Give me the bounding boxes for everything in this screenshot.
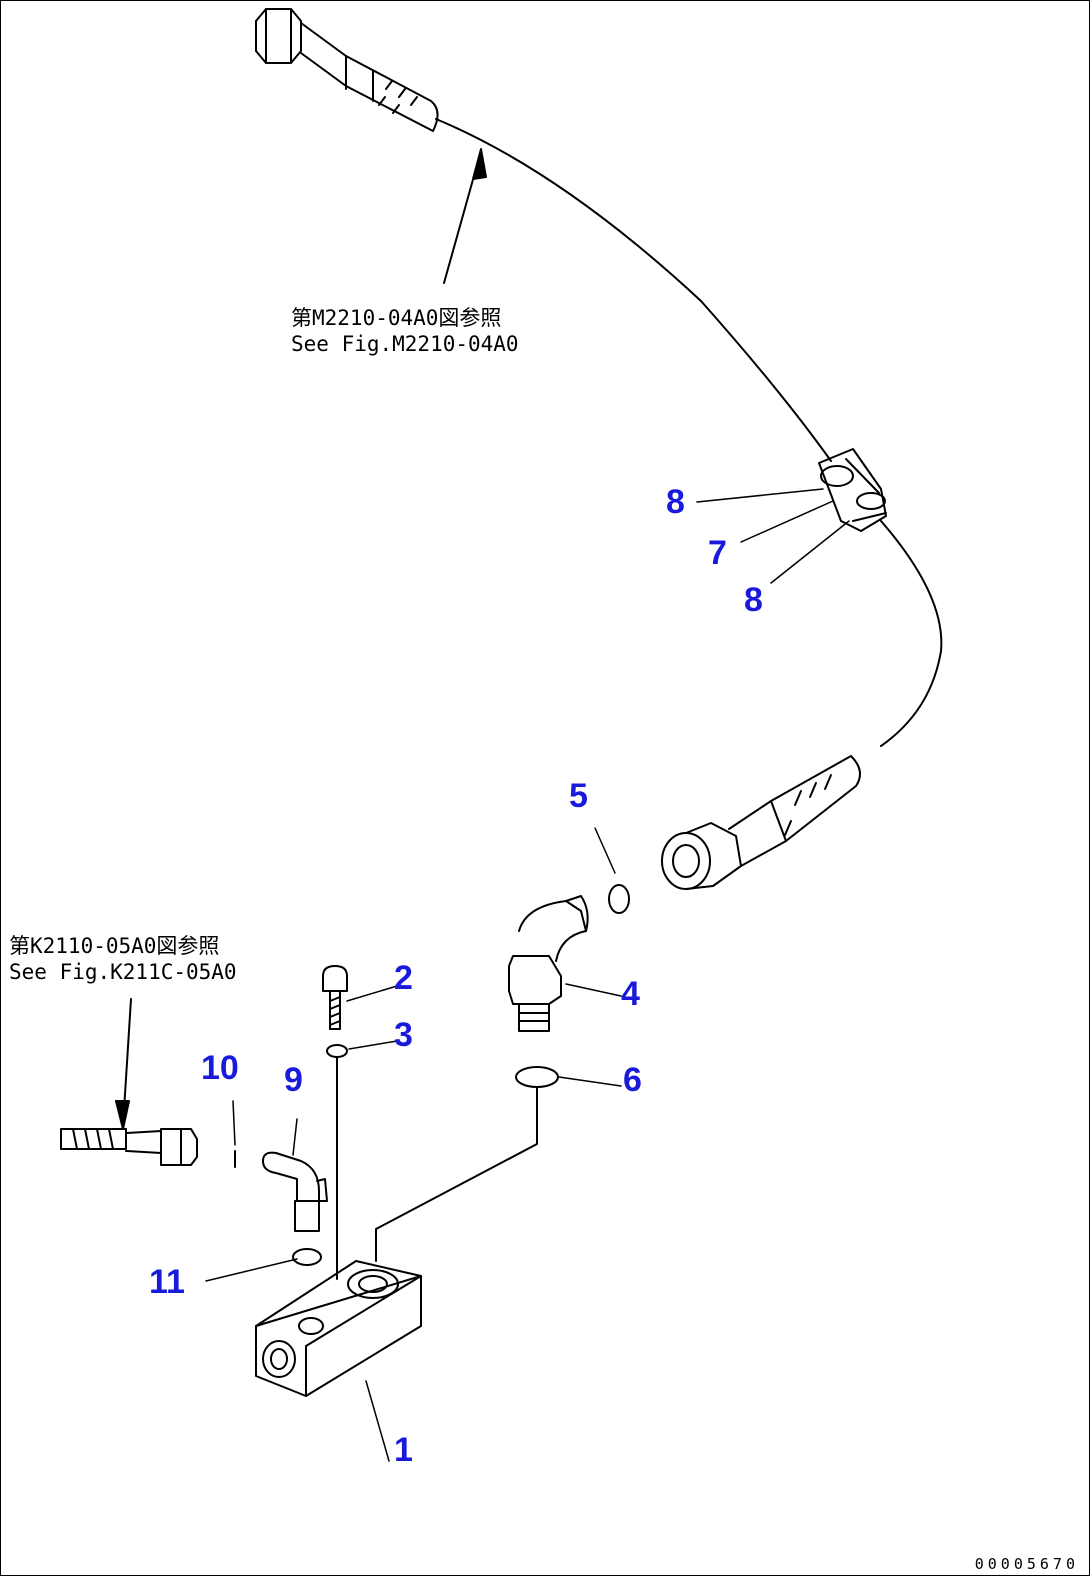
callout-8-upper[interactable]: 8 bbox=[666, 483, 685, 521]
assembly-line-oring6 bbox=[375, 1086, 538, 1262]
left-hose-end bbox=[60, 1128, 198, 1166]
hose-line-upper bbox=[435, 118, 832, 462]
callout-10[interactable]: 10 bbox=[201, 1049, 239, 1087]
o-ring-11 bbox=[292, 1248, 322, 1266]
callout-2[interactable]: 2 bbox=[394, 959, 413, 997]
callout-5[interactable]: 5 bbox=[569, 777, 588, 815]
o-ring-6 bbox=[515, 1066, 559, 1088]
clamp-assembly bbox=[818, 448, 887, 532]
elbow-fitting-4 bbox=[508, 895, 589, 1032]
manifold-block-1 bbox=[255, 1260, 422, 1397]
callout-6[interactable]: 6 bbox=[623, 1061, 642, 1099]
callout-9[interactable]: 9 bbox=[284, 1061, 303, 1099]
ref-left-arrowhead bbox=[115, 1100, 130, 1130]
o-ring-5 bbox=[608, 884, 630, 914]
elbow-9 bbox=[262, 1151, 328, 1232]
bolt-2 bbox=[322, 965, 348, 1030]
hose-line-lower bbox=[880, 520, 943, 747]
lower-hose-end bbox=[661, 755, 861, 890]
ref-top-label: 第M2210-04A0図参照 See Fig.M2210-04A0 bbox=[291, 305, 519, 357]
ref-top-english: See Fig.M2210-04A0 bbox=[291, 332, 519, 356]
ref-top-arrowhead bbox=[472, 148, 487, 180]
drawing-number: 00005670 bbox=[974, 1555, 1079, 1573]
upper-hose-end bbox=[255, 8, 439, 132]
callout-1[interactable]: 1 bbox=[394, 1431, 413, 1469]
callout-11[interactable]: 11 bbox=[149, 1263, 185, 1301]
washer-3 bbox=[326, 1044, 348, 1058]
callout-4[interactable]: 4 bbox=[621, 975, 640, 1013]
callout-7[interactable]: 7 bbox=[708, 534, 727, 572]
ref-left-japanese: 第K2110-05A0図参照 bbox=[9, 934, 220, 958]
callout-3[interactable]: 3 bbox=[394, 1016, 413, 1054]
callout-8-lower[interactable]: 8 bbox=[744, 581, 763, 619]
ref-left-english: See Fig.K211C-05A0 bbox=[9, 960, 237, 984]
ref-left-label: 第K2110-05A0図参照 See Fig.K211C-05A0 bbox=[9, 933, 237, 985]
ref-top-japanese: 第M2210-04A0図参照 bbox=[291, 306, 502, 330]
callout-leaders bbox=[205, 488, 850, 1462]
